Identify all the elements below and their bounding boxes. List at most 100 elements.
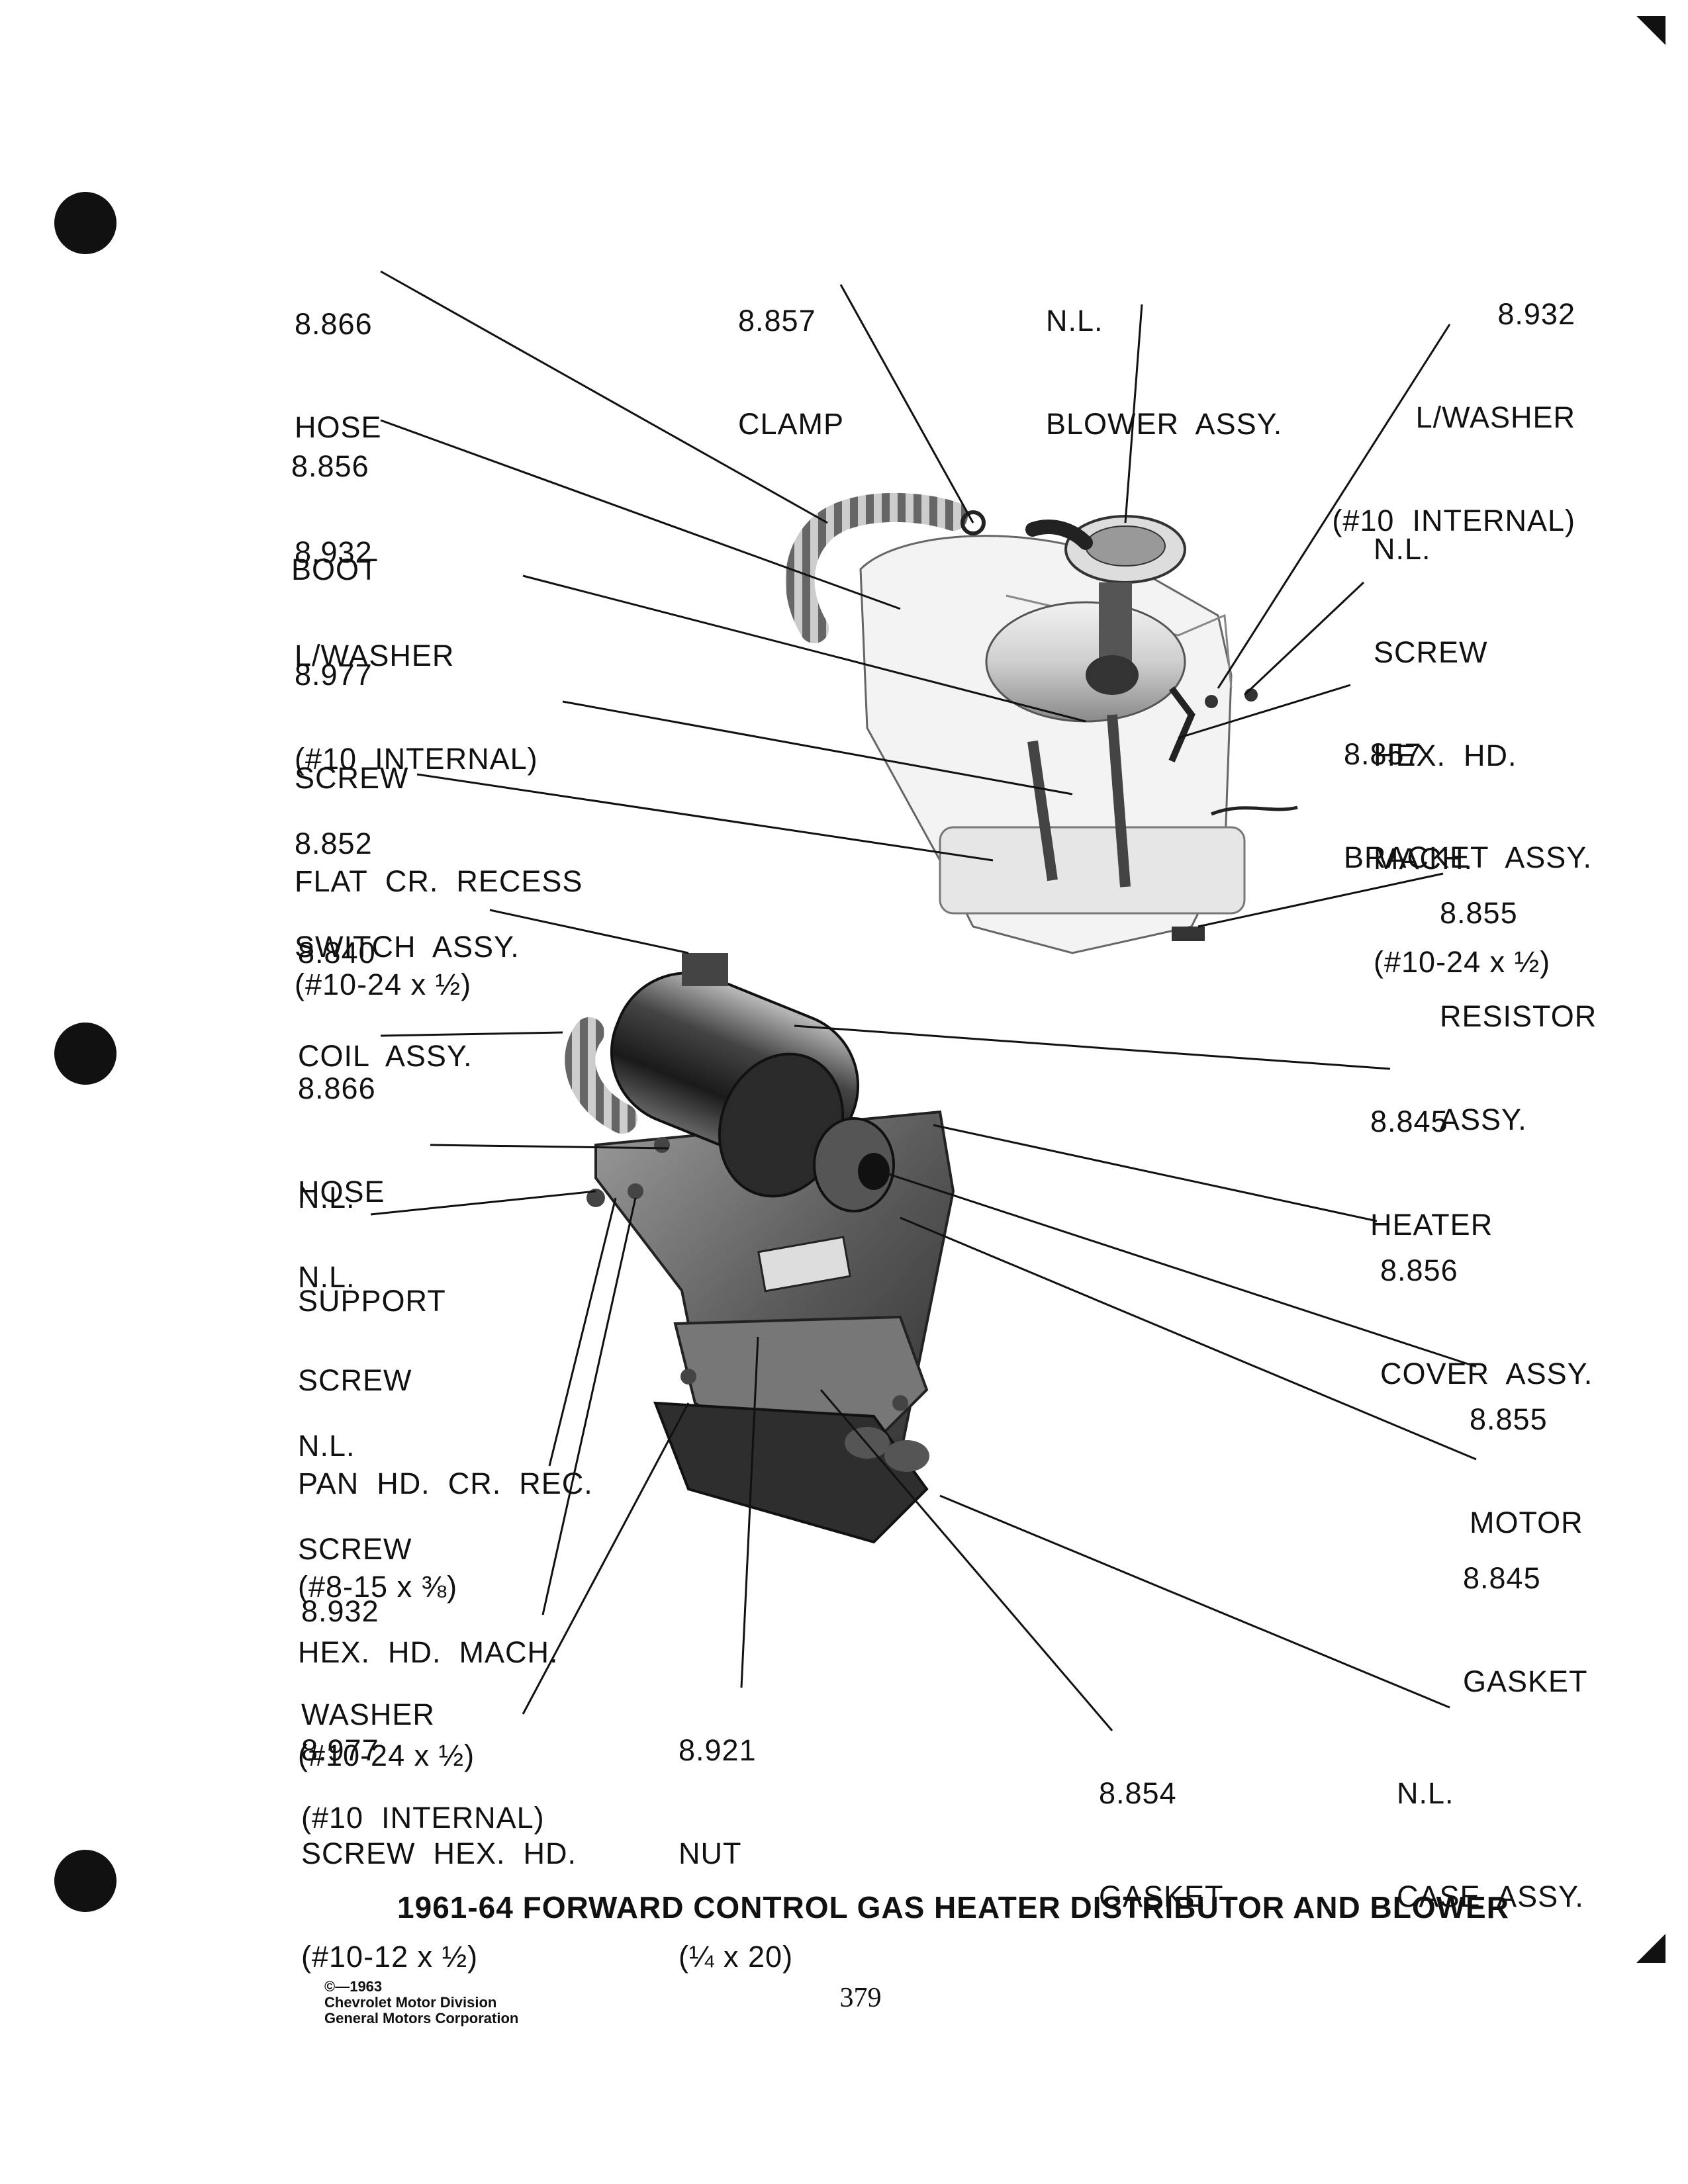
part-name: SUPPORT (298, 1284, 446, 1318)
callout-motor: 8.855 MOTOR (1470, 1334, 1583, 1609)
part-name: COIL ASSY. (298, 1039, 473, 1073)
part-name: GASKET (1463, 1664, 1588, 1698)
part-name: HEATER (1370, 1208, 1493, 1242)
part-name: FLAT CR. RECESS (295, 864, 583, 898)
part-name: GASKET (1099, 1880, 1224, 1913)
callout-lwasher-top-right: 8.932 L/WASHER (#10 INTERNAL) (1317, 228, 1575, 607)
figure-caption: 1961-64 FORWARD CONTROL GAS HEATER DISTR… (397, 1890, 1509, 1925)
callout-hose-mid: 8.866 HOSE (298, 1003, 385, 1278)
callout-screw-pan: N.L. SCREW PAN HD. CR. REC. (#8-15 x ⅜) (298, 1191, 593, 1673)
callout-screw-hex-bottom: 8.977 SCREW HEX. HD. (#10-12 x ½) (301, 1664, 577, 2043)
corner-mark-bottom-right (1636, 1934, 1665, 1963)
part-name: SCREW (298, 1532, 412, 1566)
part-name: L/WASHER (295, 639, 455, 672)
part-number: 8.857 (1344, 737, 1422, 771)
part-number: 8.932 (295, 535, 373, 569)
callout-case-assy: N.L. CASE ASSY. (1397, 1707, 1584, 1983)
part-name: MOTOR (1470, 1506, 1583, 1539)
part-name: WASHER (301, 1698, 435, 1731)
copyright-notice: ©—1963 Chevrolet Motor Division General … (324, 1979, 518, 2026)
part-number: 8.857 (738, 304, 816, 338)
copyright-line: Chevrolet Motor Division (324, 1994, 497, 2011)
binder-hole-top (54, 192, 117, 254)
part-number: N.L. (1397, 1776, 1454, 1810)
callout-hose-top: 8.866 HOSE (295, 238, 382, 514)
copyright-line: General Motors Corporation (324, 2010, 519, 2026)
part-name: HOSE (295, 410, 382, 444)
part-name: SCREW (298, 1363, 412, 1397)
part-name: MACH. (1374, 842, 1473, 876)
callout-resistor-assy: 8.855 RESISTOR ASSY. (1440, 827, 1597, 1206)
part-spec: (#10 INTERNAL) (1332, 504, 1575, 537)
callout-gasket-right: 8.845 GASKET (1463, 1492, 1588, 1768)
part-number: N.L. (1046, 304, 1103, 338)
corner-mark-top-right (1636, 16, 1665, 45)
part-number: 8.854 (1099, 1776, 1177, 1810)
part-number: 8.921 (679, 1733, 757, 1767)
part-number: 8.932 (301, 1594, 379, 1628)
part-name: ASSY. (1440, 1103, 1527, 1136)
part-name: COVER ASSY. (1380, 1357, 1593, 1390)
part-number: N.L. (298, 1260, 355, 1294)
part-number: 8.866 (298, 1071, 376, 1105)
part-spec: (#10-24 x ½) (1374, 945, 1551, 979)
callout-clamp-top: 8.857 CLAMP (738, 235, 844, 510)
part-spec: (#10 INTERNAL) (301, 1801, 545, 1835)
part-name: SCREW (1374, 635, 1488, 669)
callout-boot: 8.856 BOOT (291, 381, 379, 656)
part-spec: (#10-24 x ½) (298, 1739, 475, 1772)
part-name: NUT (679, 1837, 742, 1870)
part-name: BOOT (291, 553, 379, 586)
part-number: 8.856 (291, 449, 369, 483)
part-number: 8.855 (1470, 1402, 1548, 1436)
part-number: 8.840 (298, 936, 376, 970)
part-number: N.L. (1374, 532, 1431, 566)
part-spec: (¼ x 20) (679, 1940, 794, 1974)
callout-blower-assy: N.L. BLOWER ASSY. (1046, 235, 1282, 510)
part-name: CLAMP (738, 407, 845, 441)
page-number: 379 (839, 1983, 882, 2013)
part-number: 8.852 (295, 827, 373, 860)
callout-bracket-assy: 8.857 BRACKET ASSY. (1344, 668, 1592, 944)
part-number: 8.845 (1370, 1105, 1448, 1138)
callout-heater: 8.845 HEATER (1370, 1036, 1493, 1311)
copyright-line: ©—1963 (324, 1978, 383, 1995)
part-spec: (#10-24 x ½) (295, 968, 472, 1001)
part-name: SCREW (295, 761, 409, 795)
callout-screw-hex-left: N.L. SCREW HEX. HD. MACH. (#10-24 x ½) (298, 1360, 559, 1842)
part-number: N.L. (298, 1181, 355, 1214)
part-name: BLOWER ASSY. (1046, 407, 1283, 441)
part-number: 8.977 (295, 658, 373, 692)
binder-hole-middle (54, 1023, 117, 1085)
part-name: RESISTOR (1440, 999, 1597, 1033)
upper-assembly (785, 492, 1298, 954)
part-number: 8.855 (1440, 896, 1518, 930)
part-spec: (#8-15 x ⅜) (298, 1570, 458, 1604)
callout-lwasher-left: 8.932 L/WASHER (#10 INTERNAL) (295, 467, 538, 845)
callout-coil-assy: 8.840 COIL ASSY. (298, 867, 473, 1142)
part-number: N.L. (298, 1429, 355, 1463)
part-number: 8.856 (1380, 1253, 1458, 1287)
callout-cover-assy: 8.856 COVER ASSY. (1380, 1185, 1593, 1460)
part-number: 8.845 (1463, 1561, 1541, 1595)
part-name: L/WASHER (1415, 400, 1575, 434)
callout-washer-left: 8.932 WASHER (#10 INTERNAL) (301, 1525, 545, 1904)
callout-support: N.L. SUPPORT (298, 1112, 446, 1387)
part-name: CASE ASSY. (1397, 1880, 1584, 1913)
part-name: HOSE (298, 1175, 385, 1208)
leader-lines (370, 270, 1477, 1731)
part-name: HEX. HD. (1374, 739, 1517, 772)
callout-nut: 8.921 NUT (¼ x 20) (679, 1664, 793, 2043)
part-number: 8.932 (1497, 297, 1575, 331)
part-name: BRACKET ASSY. (1344, 841, 1593, 874)
part-name: HEX. HD. MACH. (298, 1635, 559, 1669)
part-number: 8.866 (295, 307, 373, 341)
part-spec: (#10 INTERNAL) (295, 742, 538, 776)
callout-screw-hex-top-right: N.L. SCREW HEX. HD. MACH. (#10-24 x ½) (1374, 463, 1550, 1048)
callout-screw-flat: 8.977 SCREW FLAT CR. RECESS (#10-24 x ½) (295, 589, 583, 1071)
part-number: 8.977 (301, 1733, 379, 1767)
part-name: SWITCH ASSY. (295, 930, 520, 964)
part-spec: (#10-12 x ½) (301, 1940, 479, 1974)
